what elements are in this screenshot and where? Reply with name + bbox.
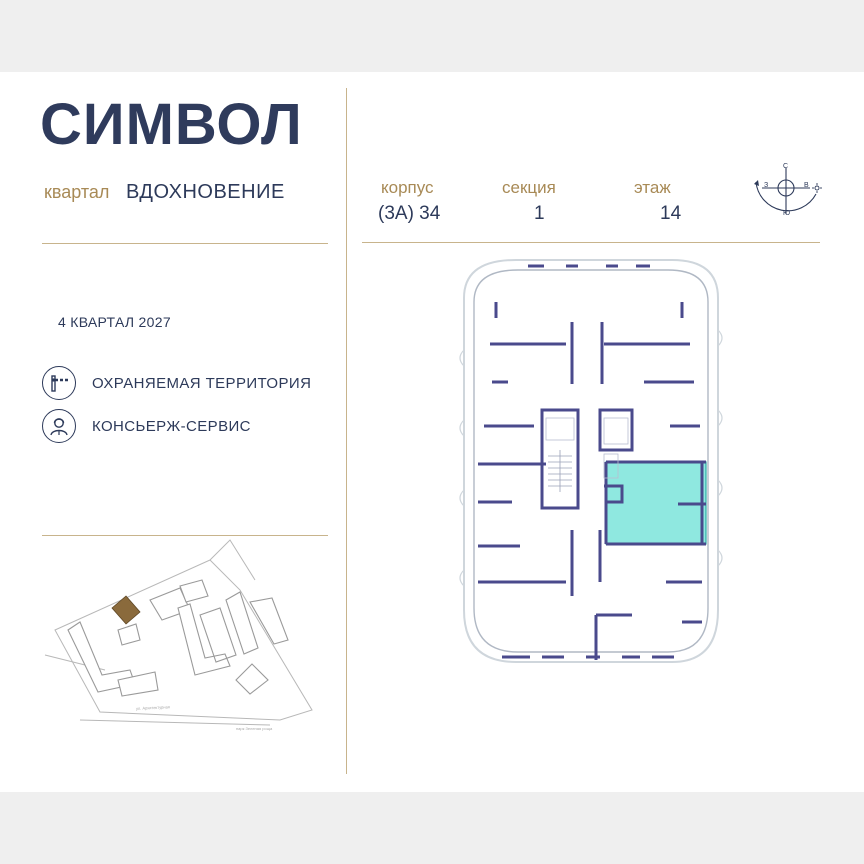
building-value: (3А) 34 — [378, 203, 441, 224]
header-divider — [362, 242, 820, 243]
feature-guarded-territory: ОХРАНЯЕМАЯ ТЕРРИТОРИЯ — [42, 366, 311, 400]
feature-label: КОНСЬЕРЖ-СЕРВИС — [92, 417, 251, 435]
section-value: 1 — [534, 203, 545, 224]
svg-text:парк Зеленая роща: парк Зеленая роща — [236, 726, 273, 731]
site-minimap: ул. Архитектурная парк Зеленая роща — [44, 539, 313, 731]
feature-label: ОХРАНЯЕМАЯ ТЕРРИТОРИЯ — [92, 374, 312, 392]
svg-text:ул. Архитектурная: ул. Архитектурная — [136, 704, 170, 711]
quarter-label: квартал — [44, 182, 110, 202]
sun-icon — [812, 183, 822, 193]
plan-sheet — [0, 72, 864, 792]
floor-value: 14 — [660, 203, 682, 224]
logo-divider — [42, 243, 328, 244]
compass-north: С — [783, 163, 788, 170]
section-label: секция — [502, 178, 556, 197]
compass-west: З — [764, 182, 768, 189]
quarter-name: ВДОХНОВЕНИЕ — [126, 181, 285, 203]
compass-east: В — [804, 182, 809, 189]
building-label: корпус — [381, 178, 434, 197]
column-divider — [346, 88, 347, 774]
delivery-date: 4 КВАРТАЛ 2027 — [58, 314, 171, 330]
floor-label: этаж — [634, 178, 671, 197]
concierge-icon — [42, 409, 76, 443]
compass-icon: С Ю З В — [754, 163, 822, 217]
compass-south: Ю — [783, 210, 790, 217]
features-divider — [42, 535, 328, 536]
floor-plan — [459, 259, 723, 663]
brand-logo: СИМВОЛ — [40, 92, 303, 157]
barrier-icon — [42, 366, 76, 400]
feature-concierge: КОНСЬЕРЖ-СЕРВИС — [42, 409, 251, 443]
